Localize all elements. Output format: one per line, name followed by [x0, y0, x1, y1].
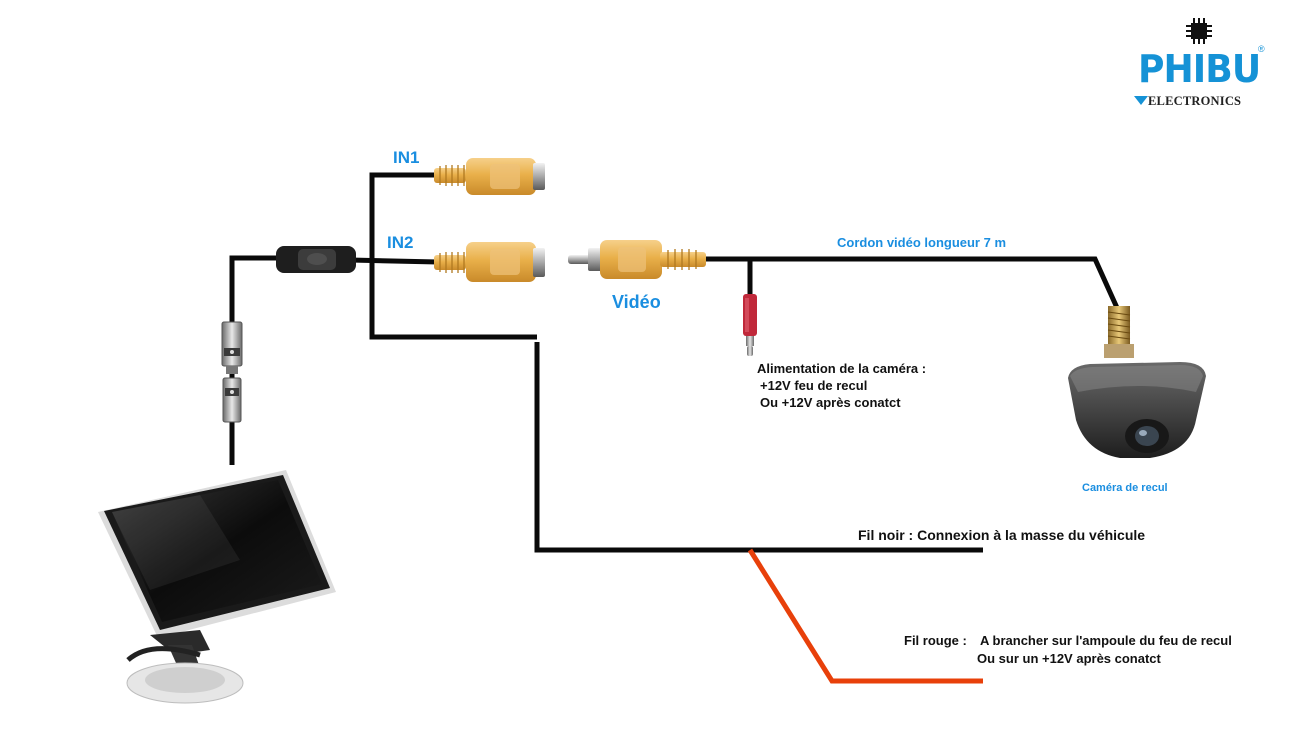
ground-wire	[534, 342, 983, 553]
in2-label: IN2	[387, 233, 414, 252]
logo-triangle-icon	[1134, 96, 1148, 105]
cable-length-label: Cordon vidéo longueur 7 m	[837, 235, 1007, 250]
black-wires	[229, 172, 1121, 553]
monitor-plug-connector	[221, 321, 243, 423]
video-label: Vidéo	[612, 292, 661, 312]
power-title-label: Alimentation de la caméra :	[757, 361, 927, 376]
rca-female-in2	[434, 242, 545, 282]
lcd-monitor	[98, 470, 336, 704]
red-trigger-plug	[743, 294, 757, 356]
red-wire-line1-label: A brancher sur l'ampoule du feu de recul	[980, 633, 1232, 648]
red-wire-title-label: Fil rouge :	[904, 633, 967, 648]
camera-label: Caméra de recul	[1082, 482, 1168, 494]
red-wire-line2-label: Ou sur un +12V après conatct	[977, 651, 1161, 666]
backup-camera	[1068, 306, 1206, 458]
logo-brand: PHIBU	[1138, 47, 1261, 91]
chip-icon	[1186, 18, 1212, 44]
in1-label: IN1	[393, 148, 420, 167]
rca-female-in1	[434, 158, 545, 195]
red-power-wire	[747, 548, 983, 684]
power-branch-wire	[369, 262, 537, 340]
black-wire-label: Fil noir : Connexion à la masse du véhic…	[858, 527, 1146, 543]
power-line2-label: Ou +12V après conatct	[760, 395, 901, 410]
rca-male-video-plug	[568, 240, 706, 279]
video-extension-cable	[705, 256, 1121, 312]
phibu-logo: PHIBU ® ELECTRONICS	[1130, 14, 1270, 114]
splitter-box	[276, 246, 356, 273]
logo-subtitle: ELECTRONICS	[1148, 94, 1242, 108]
logo-registered-mark: ®	[1258, 44, 1265, 54]
power-line1-label: +12V feu de recul	[760, 378, 868, 393]
in1-branch-wire	[369, 172, 438, 262]
in2-branch-wire	[349, 257, 439, 265]
